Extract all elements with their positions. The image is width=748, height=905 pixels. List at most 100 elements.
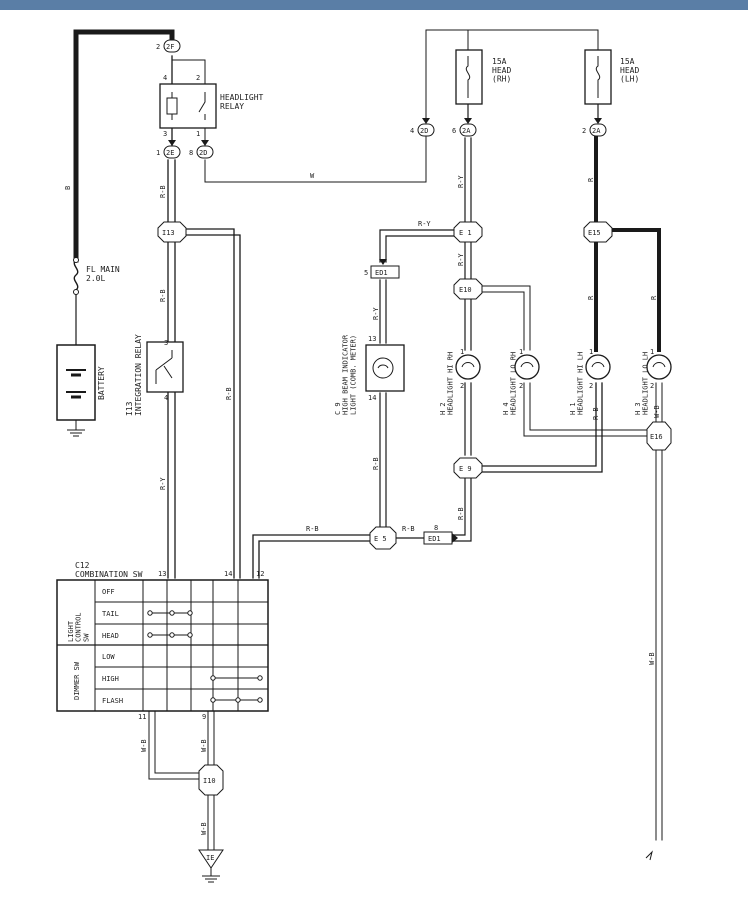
- wire-ry-2a-e1: [464, 137, 472, 223]
- pin-labels: 2 4 2 3 1 1 8 4 6 2 5 13 14 3 4 13 14 12…: [138, 43, 654, 721]
- wire-ry-e10-h4: [477, 285, 531, 351]
- svg-text:2E: 2E: [166, 149, 174, 157]
- svg-text:IE: IE: [206, 854, 214, 862]
- svg-text:13: 13: [158, 570, 166, 578]
- svg-text:9: 9: [202, 713, 206, 721]
- wire-rb-e5-sw12: [252, 534, 373, 579]
- svg-text:2: 2: [589, 382, 593, 390]
- wire-r-e15-h3: [604, 228, 661, 352]
- headlight-hi-lh-label: H 1HEADLIGHT HI LH: [569, 352, 585, 415]
- junction-i13: I13: [157, 221, 187, 243]
- svg-text:2: 2: [156, 43, 160, 51]
- svg-text:1: 1: [460, 348, 464, 356]
- wire-wb-e16-ground: [655, 449, 663, 841]
- wire-rb-2e-i13: [167, 159, 176, 223]
- svg-text:W: W: [310, 172, 315, 180]
- integration-relay: I13INTEGRATION RELAY: [125, 334, 184, 416]
- svg-text:2D: 2D: [420, 127, 428, 135]
- wire-ry-e10-h2: [464, 297, 472, 351]
- svg-text:R-Y: R-Y: [457, 175, 465, 188]
- svg-text:R-Y: R-Y: [372, 307, 380, 320]
- ground-ie: IE: [198, 849, 224, 883]
- junction-e16: E16: [646, 421, 672, 451]
- wire-wb-h3-e16: [655, 382, 663, 423]
- wire-ry-ed1-indicator: [379, 279, 387, 344]
- svg-text:W-B: W-B: [140, 739, 148, 752]
- wire-rb-h2-e9: [464, 382, 472, 456]
- headlight-hi-rh-label: H 2HEADLIGHT HI RH: [439, 352, 455, 415]
- switch-row-off: OFF: [102, 588, 115, 596]
- wire-rb-e9-ed1: [451, 477, 472, 542]
- wire-rb-i13-sw14: [181, 228, 241, 579]
- svg-text:3: 3: [164, 339, 168, 347]
- svg-text:1: 1: [519, 348, 523, 356]
- svg-text:R: R: [650, 295, 658, 300]
- svg-text:W-B: W-B: [648, 652, 656, 665]
- connector-2f: 2F: [163, 39, 181, 53]
- svg-text:8: 8: [189, 149, 193, 157]
- junction-e15: E15: [583, 221, 613, 243]
- svg-text:6: 6: [452, 127, 456, 135]
- svg-text:2: 2: [196, 74, 200, 82]
- svg-text:1: 1: [650, 348, 654, 356]
- svg-text:2: 2: [650, 382, 654, 390]
- svg-text:E16: E16: [650, 433, 663, 441]
- svg-text:8: 8: [434, 524, 438, 532]
- wire-rb-indicator-e5: [379, 392, 387, 528]
- svg-text:R: R: [587, 295, 595, 300]
- switch-row-head: HEAD: [102, 632, 119, 640]
- junction-e10: E10: [453, 278, 483, 300]
- svg-text:R-Y: R-Y: [418, 220, 431, 228]
- svg-text:3: 3: [163, 130, 167, 138]
- svg-text:14: 14: [224, 570, 232, 578]
- arrow-2d-right: [422, 118, 430, 124]
- junction-i10: I10: [198, 764, 224, 796]
- switch-group-light: LIGHTCONTROLSW: [67, 612, 90, 642]
- headlight-lo-rh: H 4HEADLIGHT LO RH: [502, 352, 540, 415]
- headlight-lo-lh-label: H 3HEADLIGHT LO LH: [634, 352, 650, 415]
- arrow-2a-rh: [464, 118, 472, 124]
- wire-wb-sw9-i10: [207, 710, 215, 766]
- svg-text:14: 14: [368, 394, 376, 402]
- wire-wb-sw11-i10: [148, 710, 201, 780]
- headlight-hi-lh: H 1HEADLIGHT HI LH: [569, 352, 611, 415]
- wire-ry-e1-ed1: [379, 229, 459, 263]
- svg-text:5: 5: [364, 269, 368, 277]
- svg-text:R-B: R-B: [372, 457, 380, 470]
- svg-text:2: 2: [582, 127, 586, 135]
- switch-row-tail: TAIL: [102, 610, 119, 618]
- wire-b-battery: [73, 29, 175, 263]
- wire-ry-e1-e10: [464, 239, 472, 279]
- svg-text:E10: E10: [459, 286, 472, 294]
- svg-text:R-B: R-B: [159, 185, 167, 198]
- svg-text:ED1: ED1: [375, 269, 388, 277]
- svg-text:E 1: E 1: [459, 229, 472, 237]
- svg-text:2A: 2A: [462, 127, 471, 135]
- connector-ed1-top: ED1: [370, 265, 400, 279]
- svg-text:2F: 2F: [166, 43, 174, 51]
- svg-text:R-B: R-B: [159, 289, 167, 302]
- wire-relay-pin2: [171, 59, 206, 85]
- arrow-relay-2e: [168, 140, 176, 146]
- junction-e1: E 1: [453, 221, 483, 243]
- end-mark: [645, 850, 653, 861]
- switch-row-high: HIGH: [102, 675, 119, 683]
- headlight-hi-rh: H 2HEADLIGHT HI RH: [439, 352, 481, 415]
- wire-w: [204, 129, 427, 183]
- svg-text:2D: 2D: [199, 149, 207, 157]
- svg-text:W-B: W-B: [200, 822, 208, 835]
- svg-text:1: 1: [589, 348, 593, 356]
- headlight-lo-lh: H 3HEADLIGHT LO LH: [634, 352, 672, 415]
- wire-top-bus: [425, 29, 599, 123]
- wire-wb-i10-ie: [207, 794, 215, 851]
- svg-text:E 9: E 9: [459, 465, 472, 473]
- svg-text:R-Y: R-Y: [457, 253, 465, 266]
- battery-label: BATTERY: [97, 366, 106, 400]
